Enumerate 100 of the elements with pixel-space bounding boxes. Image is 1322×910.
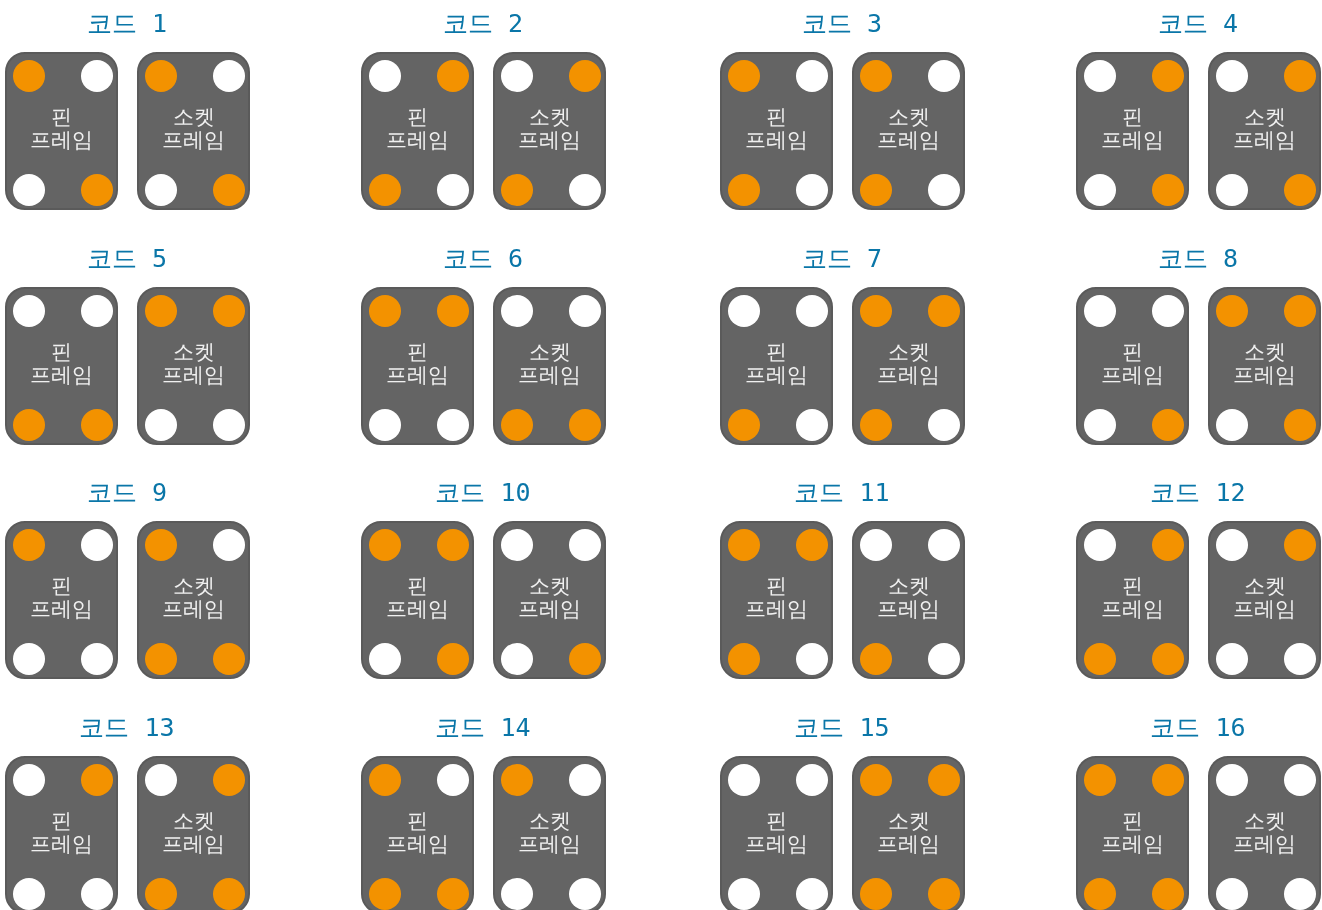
dot [501,409,533,441]
frame-box [1208,756,1321,910]
frame-label: 소켓 프레임 [161,341,226,387]
frame-label: 소켓 프레임 [161,810,226,856]
dot [213,643,245,675]
frame-box [5,52,118,210]
dot [1152,174,1184,206]
dot [860,529,892,561]
dot [437,643,469,675]
code-title: 코드 10 [435,478,531,508]
dot [1152,878,1184,910]
dot [13,764,45,796]
dot [928,643,960,675]
dot [145,878,177,910]
dot [369,409,401,441]
dot [569,174,601,206]
frame-label: 소켓 프레임 [1232,341,1297,387]
dot [860,60,892,92]
dot [1216,529,1248,561]
frame-label: 소켓 프레임 [1232,810,1297,856]
dot [81,60,113,92]
dot [1084,409,1116,441]
dot [1084,174,1116,206]
dot [145,295,177,327]
dot [145,529,177,561]
dot [81,174,113,206]
dot [369,60,401,92]
dot [569,409,601,441]
dot [569,878,601,910]
dot [569,60,601,92]
dot [796,295,828,327]
dot [728,174,760,206]
dot [928,878,960,910]
dot [213,529,245,561]
frame-label: 핀 프레임 [744,341,809,387]
frame-label: 소켓 프레임 [161,106,226,152]
frame-label: 핀 프레임 [385,341,450,387]
dot [728,764,760,796]
dot [928,60,960,92]
dot [1152,409,1184,441]
frame-label: 핀 프레임 [29,810,94,856]
dot [796,174,828,206]
dot [728,878,760,910]
dot [796,60,828,92]
frame-box [137,52,250,210]
dot [501,295,533,327]
frame-label: 소켓 프레임 [1232,106,1297,152]
dot [213,174,245,206]
code-title: 코드 3 [801,9,883,39]
dot [1216,764,1248,796]
dot [501,764,533,796]
dot [728,643,760,675]
code-title: 코드 7 [801,244,883,274]
dot [928,409,960,441]
dot [145,60,177,92]
dot [81,764,113,796]
dot [928,295,960,327]
frame-box [720,756,833,910]
dot [1216,60,1248,92]
code-title: 코드 9 [86,478,168,508]
frame-label: 핀 프레임 [29,575,94,621]
dot [213,878,245,910]
dot [1152,764,1184,796]
code-title: 코드 13 [79,713,175,743]
dot [213,764,245,796]
dot [1216,643,1248,675]
dot [1284,295,1316,327]
dot [1216,295,1248,327]
code-title: 코드 5 [86,244,168,274]
dot [369,174,401,206]
dot [1284,878,1316,910]
dot [796,764,828,796]
frame-box [1208,521,1321,679]
frame-label: 소켓 프레임 [1232,575,1297,621]
frame-label: 핀 프레임 [744,810,809,856]
dot [796,643,828,675]
dot [501,174,533,206]
dot [145,764,177,796]
frame-box [361,287,474,445]
frame-label: 소켓 프레임 [161,575,226,621]
dot [1152,643,1184,675]
dot [1216,878,1248,910]
frame-box [5,287,118,445]
code-title: 코드 16 [1150,713,1246,743]
frame-label: 핀 프레임 [385,106,450,152]
dot [81,409,113,441]
frame-box [720,287,833,445]
frame-box [5,756,118,910]
dot [501,643,533,675]
frame-label: 핀 프레임 [744,106,809,152]
dot [1284,60,1316,92]
dot [437,60,469,92]
code-title: 코드 2 [442,9,524,39]
frame-box [137,287,250,445]
code-title: 코드 15 [794,713,890,743]
dot [928,529,960,561]
dot [796,529,828,561]
dot [1152,60,1184,92]
frame-label: 소켓 프레임 [876,106,941,152]
dot [437,764,469,796]
